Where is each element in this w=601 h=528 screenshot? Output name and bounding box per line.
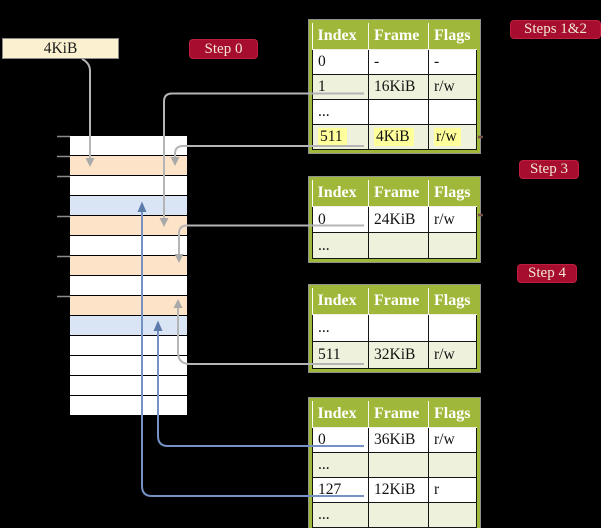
badge-steps-1-2: Steps 1&2 — [510, 20, 601, 39]
index-cell: ... — [312, 314, 369, 342]
index-cell: ... — [312, 232, 369, 259]
index-header: Index — [312, 180, 369, 207]
memory-row — [70, 316, 187, 335]
index-cell: ... — [312, 502, 369, 528]
flags-cell: r/w — [428, 124, 477, 150]
badge-step-4: Step 4 — [517, 264, 577, 283]
page-table-step-3: Index Frame Flags 0 24KiB r/w ... — [309, 177, 480, 262]
index-cell: ... — [312, 99, 369, 125]
table-row: 127 12KiB r — [312, 477, 477, 503]
frame-cell: - — [368, 49, 429, 75]
frame-cell: 12KiB — [368, 477, 429, 503]
memory-row — [70, 136, 187, 155]
frame-header: Frame — [368, 288, 429, 315]
index-header: Index — [312, 288, 369, 315]
index-cell: 127 — [312, 477, 369, 503]
frame-cell: 4KiB — [368, 124, 429, 150]
table-header-row: Index Frame Flags — [312, 401, 477, 428]
index-cell: 0 — [312, 427, 369, 453]
frame-cell: 16KiB — [368, 74, 429, 100]
page-table-steps-1-2: Index Frame Flags 0 - - 1 16KiB r/w ... — [309, 20, 480, 153]
table-header-row: Index Frame Flags — [312, 288, 477, 315]
badge-step-3: Step 3 — [519, 160, 579, 179]
table-row: ... — [312, 232, 477, 259]
flags-cell: r/w — [428, 341, 477, 369]
frame-cell: 32KiB — [368, 341, 429, 369]
memory-row — [70, 376, 187, 395]
frame-cell: 36KiB — [368, 427, 429, 453]
page-table-step-4: Index Frame Flags ... 511 32KiB r/w — [309, 285, 480, 372]
table-row: 0 24KiB r/w — [312, 206, 477, 233]
index-cell: 0 — [312, 49, 369, 75]
flags-cell: - — [428, 49, 477, 75]
memory-row — [70, 356, 187, 375]
memory-row — [70, 176, 187, 195]
physical-memory-stack — [70, 136, 187, 415]
frame-cell — [368, 314, 429, 342]
table-row: 0 36KiB r/w — [312, 427, 477, 453]
table-row: 511 32KiB r/w — [312, 341, 477, 369]
index-cell: 1 — [312, 74, 369, 100]
flags-cell: r — [428, 477, 477, 503]
index-cell: ... — [312, 452, 369, 478]
flags-header: Flags — [428, 23, 477, 50]
memory-row — [70, 156, 187, 175]
frame-cell — [368, 232, 429, 259]
memory-row — [70, 276, 187, 295]
memory-row — [70, 396, 187, 415]
memory-row — [70, 236, 187, 255]
flags-header: Flags — [428, 401, 477, 428]
flags-cell — [428, 314, 477, 342]
memory-row — [70, 196, 187, 215]
frame-header: Frame — [368, 180, 429, 207]
frame-cell: 24KiB — [368, 206, 429, 233]
highlight-mark: r/w — [434, 128, 461, 146]
table-row-highlighted: 511 4KiB r/w — [312, 124, 477, 150]
highlight-mark: 4KiB — [374, 128, 414, 146]
table-header-row: Index Frame Flags — [312, 180, 477, 207]
highlight-mark: 511 — [318, 128, 347, 146]
table-row: ... — [312, 452, 477, 478]
frame-header: Frame — [368, 23, 429, 50]
flags-cell — [428, 502, 477, 528]
table-row: ... — [312, 314, 477, 342]
index-cell: 511 — [312, 341, 369, 369]
memory-row — [70, 256, 187, 275]
frame-header: Frame — [368, 401, 429, 428]
frame-cell — [368, 452, 429, 478]
flags-header: Flags — [428, 180, 477, 207]
flags-cell — [428, 452, 477, 478]
frame-cell — [368, 502, 429, 528]
page-table-final: Index Frame Flags 0 36KiB r/w ... 127 — [309, 398, 480, 528]
table-row: 0 - - — [312, 49, 477, 75]
memory-row — [70, 336, 187, 355]
index-cell: 0 — [312, 206, 369, 233]
table-row: 1 16KiB r/w — [312, 74, 477, 100]
root-frame-address-box: 4KiB — [2, 38, 119, 59]
flags-cell: r/w — [428, 427, 477, 453]
table-row: ... — [312, 502, 477, 528]
address-tick-marks — [57, 135, 70, 298]
badge-step-0: Step 0 — [189, 39, 258, 59]
table-row: ... — [312, 99, 477, 125]
memory-row — [70, 296, 187, 315]
index-cell: 511 — [312, 124, 369, 150]
index-header: Index — [312, 23, 369, 50]
flags-cell — [428, 232, 477, 259]
flags-cell: r/w — [428, 206, 477, 233]
flags-cell — [428, 99, 477, 125]
flags-cell: r/w — [428, 74, 477, 100]
table-header-row: Index Frame Flags — [312, 23, 477, 50]
memory-row — [70, 216, 187, 235]
flags-header: Flags — [428, 288, 477, 315]
frame-cell — [368, 99, 429, 125]
index-header: Index — [312, 401, 369, 428]
